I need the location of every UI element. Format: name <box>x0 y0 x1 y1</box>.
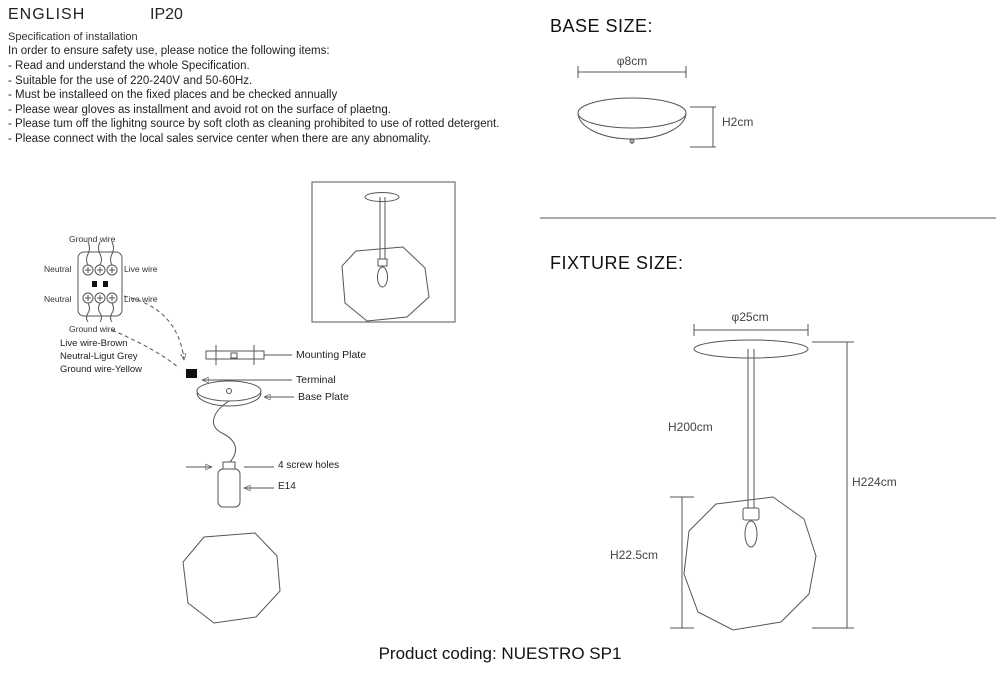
fixture-globe-height-dim: H22.5cm <box>610 548 659 562</box>
spec-item: - Please wear gloves as installment and … <box>8 103 391 116</box>
ip-rating-label: IP20 <box>150 6 183 23</box>
ground-wire-bottom-label: Ground wire <box>69 324 116 334</box>
base-size-title: BASE SIZE: <box>550 16 654 36</box>
spec-intro: In order to ensure safety use, please no… <box>8 45 330 57</box>
fixture-size-title: FIXTURE SIZE: <box>550 253 684 273</box>
ground-wire-top-label: Ground wire <box>69 234 116 244</box>
neutral-bottom-label: Neutral <box>44 294 72 304</box>
base-diameter-dim: φ8cm <box>616 54 648 68</box>
mounting-plate-label: Mounting Plate <box>296 349 367 361</box>
socket-type-label: E14 <box>278 481 296 492</box>
live-wire-bottom-label: Live wire <box>124 294 158 304</box>
product-coding: Product coding: NUESTRO SP1 <box>378 644 622 663</box>
spec-item: - Suitable for the use of 220-240V and 5… <box>8 74 253 87</box>
base-height-dim: H2cm <box>722 115 754 129</box>
spec-item: - Please tum off the lighitng source by … <box>8 118 500 130</box>
wire-legend-live: Live wire-Brown <box>60 338 128 349</box>
neutral-top-label: Neutral <box>44 264 72 274</box>
boxed-pendant-drawing <box>311 181 456 323</box>
wire-legend-ground: Ground wire-Yellow <box>60 364 143 375</box>
live-wire-top-label: Live wire <box>124 264 158 274</box>
base-size-drawing <box>577 66 716 148</box>
terminal-label: Terminal <box>296 374 336 386</box>
base-plate-label: Base Plate <box>298 391 349 403</box>
wiring-terminal-drawing <box>77 241 184 369</box>
fixture-diameter-dim: φ25cm <box>731 310 769 324</box>
fixture-total-height-dim: H224cm <box>852 475 897 489</box>
installation-drawing <box>182 345 294 624</box>
fixture-size-drawing <box>670 324 854 631</box>
spec-item: - Please connect with the local sales se… <box>8 132 431 145</box>
spec-item: - Must be installeed on the fixed places… <box>8 89 338 101</box>
spec-item: - Read and understand the whole Specific… <box>8 60 250 72</box>
screw-holes-label: 4 screw holes <box>278 460 340 471</box>
wire-legend-neutral: Neutral-Ligut Grey <box>60 351 138 362</box>
language-label: ENGLISH <box>8 6 86 23</box>
spec-title: Specification of installation <box>8 31 138 43</box>
fixture-rod-height-dim: H200cm <box>668 420 713 434</box>
